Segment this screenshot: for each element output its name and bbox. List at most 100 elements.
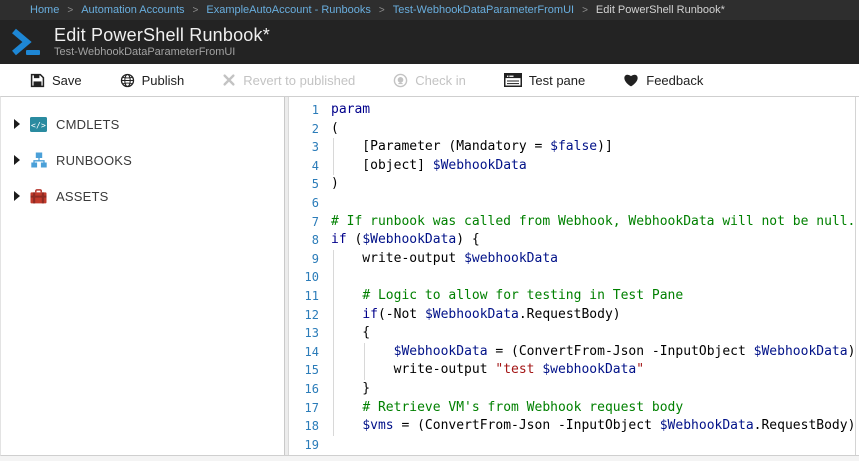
code-text: write-output $webhookData bbox=[331, 250, 558, 266]
sidebar-item-assets[interactable]: ASSETS bbox=[1, 178, 284, 214]
code-text: if(-Not $WebhookData.RequestBody) bbox=[362, 306, 621, 322]
save-icon bbox=[30, 73, 45, 88]
code-text: [object] $WebhookData bbox=[331, 157, 527, 173]
line-number: 11 bbox=[304, 288, 319, 303]
code-line[interactable]: 10 bbox=[289, 268, 855, 287]
code-text bbox=[319, 194, 331, 213]
code-text: if ($WebhookData) { bbox=[331, 232, 480, 248]
code-line[interactable]: 11 # Logic to allow for testing in Test … bbox=[289, 287, 855, 306]
chevron-right-icon[interactable] bbox=[14, 155, 20, 165]
breadcrumb-link-account-runbooks[interactable]: ExampleAutoAccount - Runbooks bbox=[206, 4, 371, 16]
header-text: Edit PowerShell Runbook* Test-WebhookDat… bbox=[54, 25, 270, 59]
breadcrumb-link-runbook[interactable]: Test-WebhookDataParameterFromUI bbox=[392, 4, 575, 16]
feedback-heart-icon bbox=[623, 73, 639, 87]
line-number: 3 bbox=[311, 140, 319, 155]
line-number: 12 bbox=[304, 307, 319, 322]
code-text: # Retrieve VM's from Webhook request bod… bbox=[362, 399, 684, 415]
code-text: { bbox=[331, 325, 371, 341]
publish-button-label: Publish bbox=[141, 72, 185, 88]
sidebar-item-label: CMDLETS bbox=[56, 116, 120, 132]
line-number: 15 bbox=[304, 363, 319, 378]
code-line[interactable]: 16 } bbox=[289, 380, 855, 399]
revert-x-icon bbox=[222, 73, 236, 87]
sidebar-item-label: ASSETS bbox=[56, 188, 109, 204]
line-number: 1 bbox=[311, 103, 319, 117]
line-number: 10 bbox=[304, 270, 319, 285]
line-number: 14 bbox=[304, 344, 319, 359]
publish-icon bbox=[120, 73, 135, 88]
checkin-icon bbox=[393, 73, 408, 88]
sidebar-item-cmdlets[interactable]: </> CMDLETS bbox=[1, 106, 284, 142]
test-pane-button-label: Test pane bbox=[528, 72, 586, 88]
test-pane-icon bbox=[503, 73, 522, 87]
page-subtitle: Test-WebhookDataParameterFromUI bbox=[54, 46, 236, 58]
code-line[interactable]: 5) bbox=[289, 175, 855, 194]
feedback-button-label: Feedback bbox=[646, 72, 704, 88]
code-text bbox=[319, 436, 331, 455]
line-number: 6 bbox=[311, 195, 319, 210]
runbooks-icon bbox=[30, 152, 47, 168]
breadcrumb-link-automation-accounts[interactable]: Automation Accounts bbox=[81, 4, 185, 16]
code-text: param bbox=[331, 102, 371, 117]
sidebar-splitter[interactable] bbox=[284, 97, 289, 455]
code-line[interactable]: 13 { bbox=[289, 324, 855, 343]
code-line[interactable]: 2( bbox=[289, 120, 855, 139]
revert-to-published-button: Revert to published bbox=[222, 73, 355, 88]
code-text: ) bbox=[331, 176, 339, 192]
save-button[interactable]: Save bbox=[30, 73, 82, 88]
line-number: 13 bbox=[304, 326, 319, 341]
line-number: 4 bbox=[311, 158, 319, 173]
line-number: 5 bbox=[311, 177, 319, 192]
test-pane-button[interactable]: Test pane bbox=[503, 72, 586, 88]
code-line[interactable]: 17 # Retrieve VM's from Webhook request … bbox=[289, 399, 855, 418]
sidebar-item-label: RUNBOOKS bbox=[56, 152, 133, 168]
line-number: 2 bbox=[311, 121, 319, 136]
line-number: 16 bbox=[304, 381, 319, 396]
powershell-icon bbox=[9, 25, 45, 59]
code-text: ( bbox=[331, 120, 339, 136]
chevron-right-icon[interactable] bbox=[14, 191, 20, 201]
revert-button-label: Revert to published bbox=[243, 72, 356, 88]
bottom-strip bbox=[0, 456, 859, 461]
code-text: write-output "test $webhookData" bbox=[331, 362, 645, 378]
code-line[interactable]: 14 $WebhookData = (ConvertFrom-Json -Inp… bbox=[289, 343, 855, 362]
cmdlets-icon: </> bbox=[30, 116, 47, 132]
breadcrumb-link-home[interactable]: Home bbox=[30, 4, 60, 16]
breadcrumb-separator: > bbox=[582, 4, 588, 16]
page-header: Edit PowerShell Runbook* Test-WebhookDat… bbox=[0, 20, 859, 64]
save-button-label: Save bbox=[52, 72, 82, 88]
code-line[interactable]: 3 [Parameter (Mandatory = $false)] bbox=[289, 138, 855, 157]
page-title: Edit PowerShell Runbook* bbox=[54, 25, 270, 45]
indent-guide bbox=[333, 249, 334, 436]
chevron-right-icon[interactable] bbox=[14, 119, 20, 129]
code-line[interactable]: 12 if(-Not $WebhookData.RequestBody) bbox=[289, 306, 855, 325]
svg-text:</>: </> bbox=[31, 120, 46, 129]
publish-button[interactable]: Publish bbox=[120, 72, 185, 88]
line-number: 19 bbox=[304, 437, 319, 452]
code-line[interactable]: 7# If runbook was called from Webhook, W… bbox=[289, 213, 855, 232]
line-number: 18 bbox=[304, 419, 319, 434]
code-line[interactable]: 18 $vms = (ConvertFrom-Json -InputObject… bbox=[289, 417, 855, 436]
breadcrumb-separator: > bbox=[192, 4, 199, 16]
code-text: $WebhookData = (ConvertFrom-Json -InputO… bbox=[393, 343, 856, 359]
feedback-button[interactable]: Feedback bbox=[623, 73, 703, 88]
code-line[interactable]: 4 [object] $WebhookData bbox=[289, 157, 855, 176]
code-text: } bbox=[331, 380, 371, 396]
breadcrumb-separator: > bbox=[378, 4, 385, 16]
code-text: $vms = (ConvertFrom-Json -InputObject $W… bbox=[362, 418, 856, 434]
check-in-button: Check in bbox=[393, 73, 466, 88]
indent-guide bbox=[333, 138, 334, 176]
resource-sidebar: </> CMDLETS RUNBOOKS bbox=[1, 97, 284, 455]
code-line[interactable]: 15 write-output "test $webhookData" bbox=[289, 361, 855, 380]
code-line[interactable]: 19 bbox=[289, 436, 855, 455]
code-line[interactable]: 9 write-output $webhookData bbox=[289, 250, 855, 269]
line-number: 9 bbox=[311, 251, 319, 266]
assets-icon bbox=[30, 188, 47, 204]
code-line[interactable]: 1 param bbox=[289, 101, 855, 120]
sidebar-item-runbooks[interactable]: RUNBOOKS bbox=[1, 142, 284, 178]
line-number: 7 bbox=[311, 214, 319, 229]
check-in-button-label: Check in bbox=[415, 72, 466, 88]
code-line[interactable]: 6 bbox=[289, 194, 855, 213]
